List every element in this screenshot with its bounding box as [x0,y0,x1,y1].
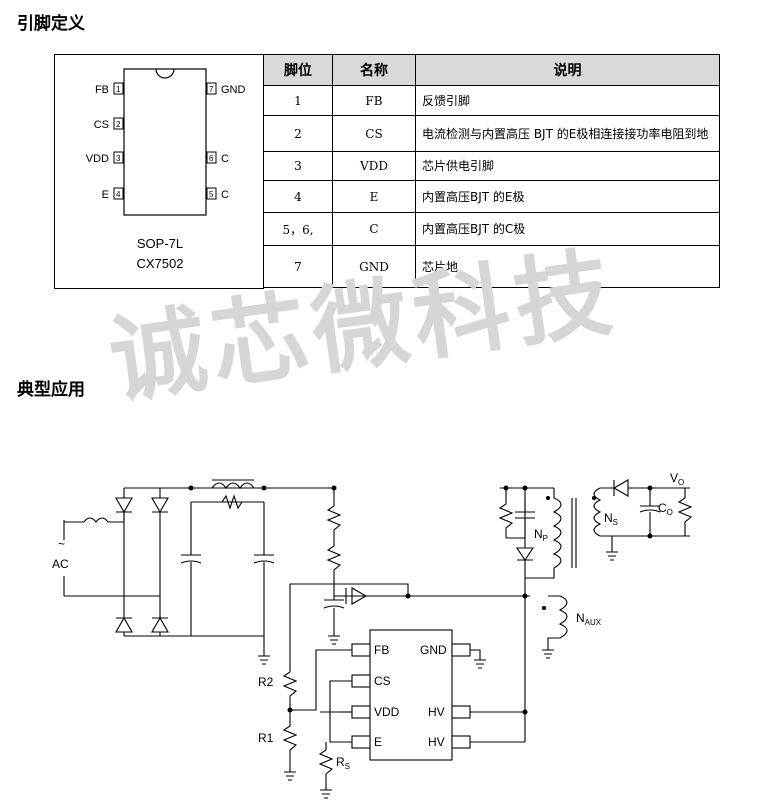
chip-pin-hv-1: HV [428,705,445,719]
pin-num-5: 5 [209,190,214,199]
cell-name: FB [332,85,416,116]
cell-desc: 反馈引脚 [415,85,720,116]
cell-name: VDD [332,151,416,181]
chip-pin-vdd: VDD [374,705,400,719]
pin-label-vdd: VDD [86,153,109,165]
cell-name: CS [332,115,416,152]
cell-desc: 芯片供电引脚 [415,151,720,181]
package-diagram: 1 FB 2 CS 3 VDD 4 E 7 GND 6 C 5 C SOP-7L… [54,54,264,289]
cell-desc: 芯片地 [415,245,720,288]
section-heading-pins: 引脚定义 [17,14,85,34]
chip-pin-gnd: GND [420,643,447,657]
table-header-row: 脚位 名称 说明 [263,54,720,86]
pin-label-c-6: C [221,153,229,165]
ac-label: AC [52,557,69,571]
co-label: CO [658,501,673,517]
package-svg: 1 FB 2 CS 3 VDD 4 E 7 GND 6 C 5 C SOP-7L… [86,68,246,271]
pin-label-c-5: C [221,189,229,201]
cell-pin: 1 [263,85,333,116]
chip-pin-cs: CS [374,674,391,688]
table-row: 1 FB 反馈引脚 [263,85,720,116]
table-row: 4 E 内置高压BJT 的E极 [263,180,720,213]
pin-num-1: 1 [116,85,121,94]
table-row: 5，6, C 内置高压BJT 的C极 [263,212,720,246]
table-row: 2 CS 电流检测与内置高压 BJT 的E极相连接接功率电阻到地 [263,115,720,152]
naux-label: NAUX [576,611,602,627]
ac-tilde-label: ~ [58,537,65,551]
pin-num-3: 3 [116,154,121,163]
cell-pin: 2 [263,115,333,152]
col-header-name: 名称 [332,54,416,86]
chip-model: CX7502 [137,256,184,271]
section-heading-typical-application: 典型应用 [17,380,85,400]
col-header-pin: 脚位 [263,54,333,86]
pin-table: 脚位 名称 说明 1 FB 反馈引脚 2 CS 电流检测与内置高压 BJT 的E… [263,54,720,288]
table-row: 3 VDD 芯片供电引脚 [263,151,720,181]
cell-desc: 内置高压BJT 的E极 [415,180,720,213]
pin-num-6: 6 [209,154,214,163]
pin-label-fb: FB [95,84,109,96]
pin-label-cs: CS [94,119,109,131]
typical-application-schematic: ~ AC VO CO NS NP NAUX R2 R1 RS FB CS VDD… [52,471,693,799]
pin-label-gnd: GND [221,84,246,96]
chip-pin-fb: FB [374,643,389,657]
r2-label: R2 [258,675,274,689]
pin-num-2: 2 [116,120,121,129]
chip-pin-e: E [374,735,382,749]
cell-pin: 3 [263,151,333,181]
np-label: NP [534,527,548,543]
cell-desc: 电流检测与内置高压 BJT 的E极相连接接功率电阻到地 [415,115,720,152]
table-row: 7 GND 芯片地 [263,245,720,288]
rs-label: RS [336,755,350,771]
ns-label: NS [604,511,618,527]
cell-desc: 内置高压BJT 的C极 [415,212,720,246]
pin-num-7: 7 [209,85,214,94]
vo-label: VO [670,471,684,487]
r1-label: R1 [258,731,274,745]
chip-pin-hv-2: HV [428,735,445,749]
cell-name: C [332,212,416,246]
pin-num-4: 4 [116,190,121,199]
col-header-desc: 说明 [415,54,720,86]
package-name: SOP-7L [137,236,183,251]
cell-name: E [332,180,416,213]
cell-pin: 4 [263,180,333,213]
cell-pin: 5，6, [263,212,333,246]
cell-pin: 7 [263,245,333,288]
pin-label-e: E [102,189,109,201]
